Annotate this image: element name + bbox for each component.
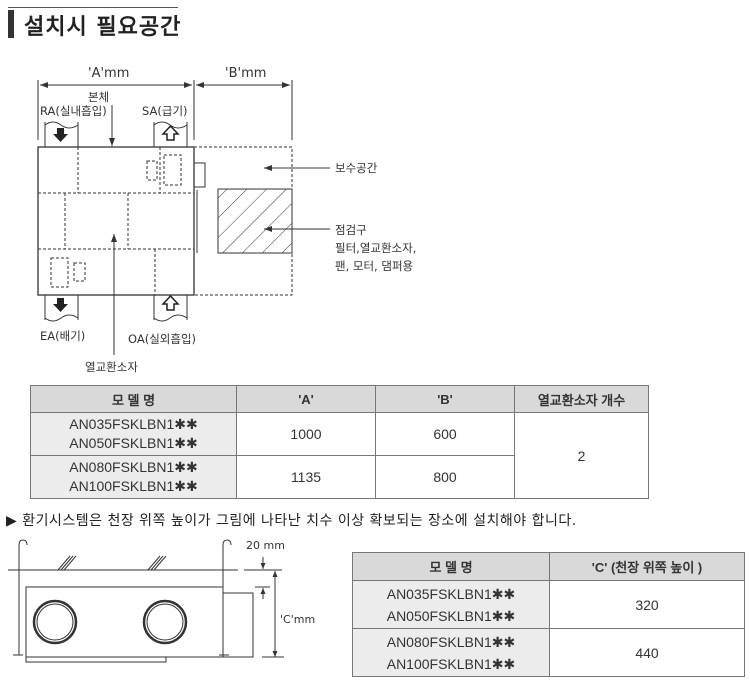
c-value: 440 [549, 628, 745, 677]
gap-label: 20 mm [246, 539, 285, 552]
inspection-port-label: 점검구 [335, 223, 367, 237]
c-value: 320 [549, 580, 745, 629]
installation-space-diagram: 'A'mm 'B'mm 본체 RA(실내흡입) SA(급기) EA(배기) OA… [37, 66, 416, 374]
arrow-down-icon [53, 298, 68, 312]
inspection-note-1: 필터,열교환소자, [335, 241, 416, 255]
arrow-down-icon [53, 128, 68, 142]
oa-label: OA(실외흡입) [128, 332, 196, 346]
b-value: 800 [375, 455, 515, 499]
installation-note: ▶ 환기시스템은 천장 위쪽 높이가 그림에 나타난 치수 이상 확보되는 장소… [6, 513, 577, 529]
inspection-note-2: 팬, 모터, 댐퍼용 [335, 259, 413, 273]
inspection-port [217, 188, 293, 254]
ceiling-height-table: 모 델 명 'C' (천장 위쪽 높이 ) AN035FSKLBN1✱✱AN05… [352, 552, 745, 677]
ceiling-height-diagram: 20 mm 'C'mm [8, 539, 315, 663]
sa-label: SA(급기) [142, 104, 188, 118]
arrow-up-icon [161, 294, 180, 311]
section-title: 설치시 필요공간 [24, 15, 182, 40]
b-value: 600 [375, 412, 515, 456]
header-a: 'A' [236, 385, 376, 413]
model-cell: AN035FSKLBN1✱✱AN050FSKLBN1✱✱ [30, 412, 237, 456]
a-value: 1000 [236, 412, 376, 456]
table-row: AN035FSKLBN1✱✱AN050FSKLBN1✱✱ 1000 600 2 [30, 412, 649, 499]
unit-body [37, 146, 195, 296]
model-cell: AN080FSKLBN1✱✱AN100FSKLBN1✱✱ [30, 455, 237, 499]
table-row: AN035FSKLBN1✱✱AN050FSKLBN1✱✱ 320 [352, 580, 745, 629]
service-space-label: 보수공간 [335, 161, 378, 175]
model-cell: AN035FSKLBN1✱✱AN050FSKLBN1✱✱ [352, 580, 550, 629]
header-exchanger-count: 열교환소자 개수 [514, 385, 649, 413]
unit-side-view [25, 586, 224, 658]
dimension-table: 모 델 명 'A' 'B' 열교환소자 개수 AN035FSKLBN1✱✱AN0… [30, 385, 649, 499]
dim-a-label: 'A'mm [88, 66, 129, 81]
header-c: 'C' (천장 위쪽 높이 ) [549, 552, 745, 581]
model-cell: AN080FSKLBN1✱✱AN100FSKLBN1✱✱ [352, 628, 550, 677]
table-row: AN080FSKLBN1✱✱AN100FSKLBN1✱✱ 440 [352, 628, 745, 677]
exchanger-count: 2 [514, 412, 649, 499]
arrow-up-icon [161, 124, 180, 141]
dim-c-label: 'C'mm [280, 613, 315, 626]
duct-port-right [142, 599, 188, 645]
ea-label: EA(배기) [40, 329, 85, 343]
header-model: 모 델 명 [30, 385, 237, 413]
body-label: 본체 [88, 90, 109, 104]
header-b: 'B' [375, 385, 515, 413]
a-value: 1135 [236, 455, 376, 499]
title-rule [8, 7, 178, 8]
dim-b-label: 'B'mm [225, 66, 266, 81]
ra-label: RA(실내흡입) [40, 104, 107, 118]
heat-exchanger-label: 열교환소자 [85, 360, 138, 374]
header-model: 모 델 명 [352, 552, 550, 581]
table-row: AN080FSKLBN1✱✱AN100FSKLBN1✱✱ 1135 800 [30, 455, 649, 499]
duct-port-left [32, 599, 78, 645]
title-bar-marker [8, 10, 14, 38]
